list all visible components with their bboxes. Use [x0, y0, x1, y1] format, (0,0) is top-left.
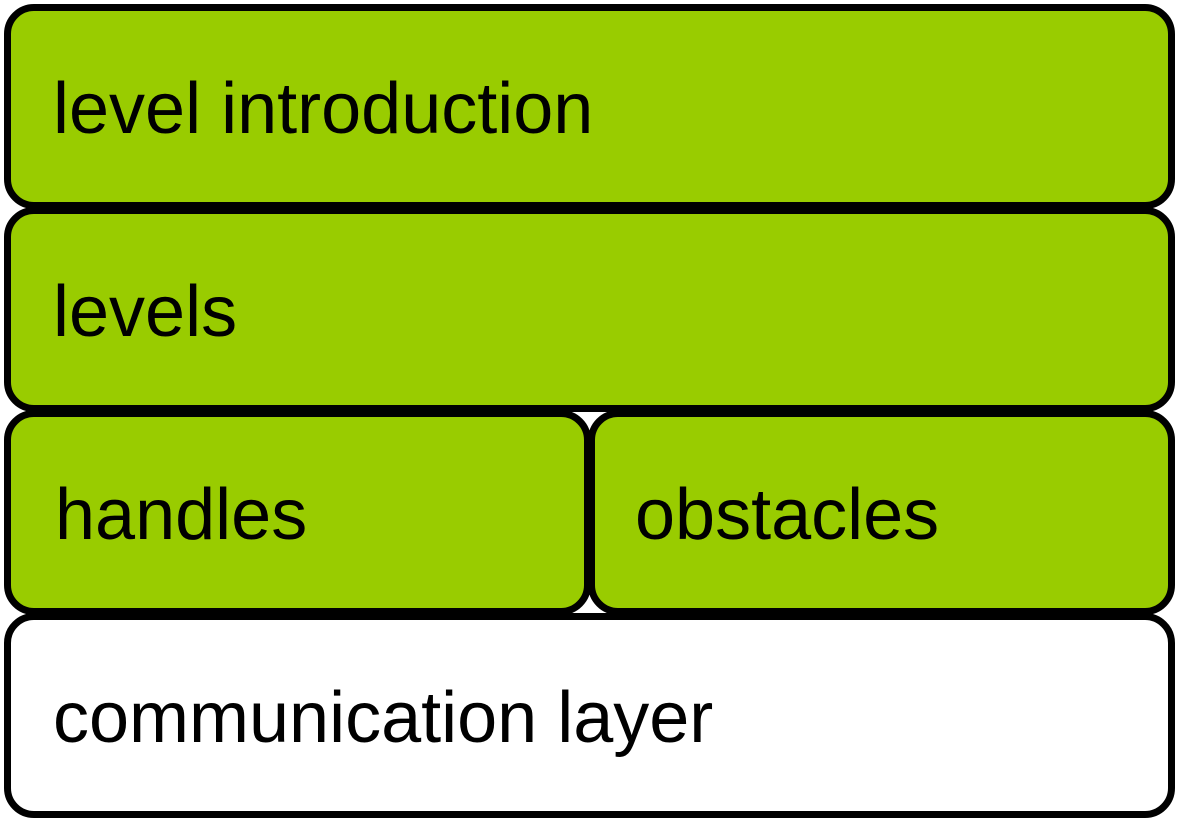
levels-label: levels: [53, 271, 238, 352]
communication-layer-label: communication layer: [53, 677, 714, 758]
obstacles-label: obstacles: [635, 474, 940, 555]
handles-label: handles: [55, 474, 308, 555]
level-introduction-block: level introduction: [4, 4, 1175, 209]
communication-layer-block: communication layer: [4, 613, 1175, 818]
handles-block: handles: [4, 410, 591, 615]
level-introduction-label: level introduction: [53, 68, 594, 149]
obstacles-block: obstacles: [588, 410, 1175, 615]
levels-block: levels: [4, 207, 1175, 412]
